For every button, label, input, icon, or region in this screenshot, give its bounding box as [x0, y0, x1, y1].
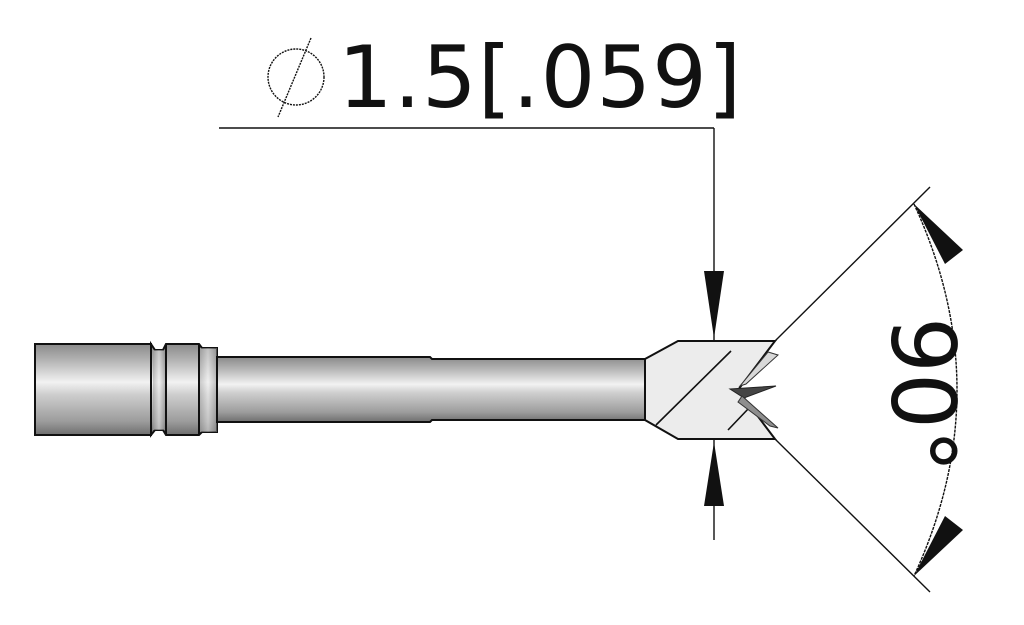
angle-arrow-top-icon	[914, 204, 963, 264]
diameter-dimension-lines	[219, 127, 724, 540]
angle-value: 90°	[871, 317, 974, 473]
arrow-up-icon	[704, 442, 724, 506]
groove-ring	[150, 340, 218, 438]
diameter-value: 1.5[.059]	[338, 28, 743, 128]
diameter-symbol-spacer	[262, 28, 326, 128]
angle-dimension-lines	[774, 186, 963, 593]
diameter-symbol-icon	[267, 37, 325, 118]
handle-body	[34, 343, 152, 436]
angle-dimension-label: 90°	[871, 317, 974, 473]
diameter-dimension-label: 1.5[.059]	[262, 28, 742, 128]
cutting-tip	[644, 340, 779, 440]
shaft	[216, 356, 646, 423]
arrow-down-icon	[704, 271, 724, 338]
angle-arrow-bottom-icon	[914, 516, 963, 576]
